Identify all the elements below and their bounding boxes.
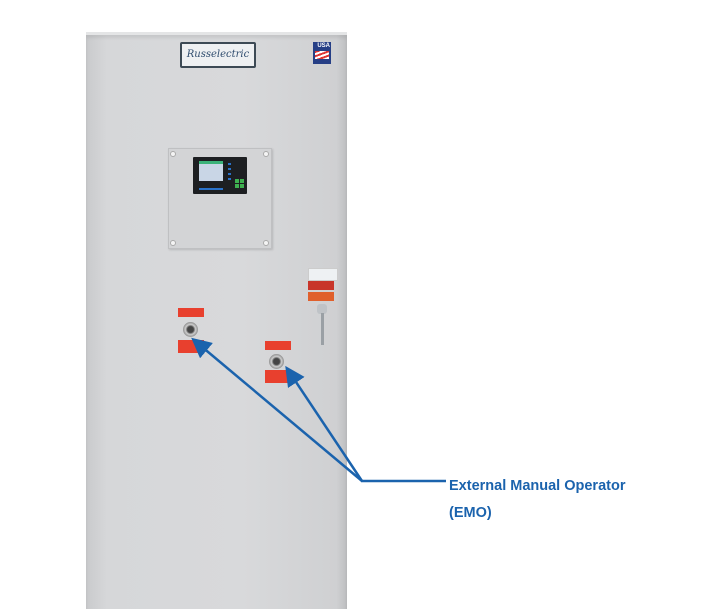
nameplate-tag [308, 268, 338, 281]
emo-label-bottom [265, 370, 291, 383]
controller-button [235, 184, 239, 188]
controller-button [228, 173, 231, 175]
emo-socket-1[interactable] [183, 322, 198, 337]
warning-label [308, 281, 334, 290]
callout-line-2: (EMO) [449, 505, 492, 521]
brand-logo-plate: Russelectric [180, 42, 256, 68]
controller-button [228, 163, 231, 165]
screw-icon [170, 240, 176, 246]
callout-line-1: External Manual Operator [449, 478, 626, 494]
door-handle[interactable] [317, 304, 327, 345]
arrow-to-emo-1 [191, 337, 363, 482]
usa-badge-text: USA [317, 43, 330, 49]
screw-icon [263, 151, 269, 157]
controller-button [235, 179, 239, 183]
usa-badge: USA [313, 42, 331, 64]
screw-icon [263, 240, 269, 246]
transfer-switch-cabinet [86, 32, 347, 609]
emo-socket-2[interactable] [269, 354, 284, 369]
emo-label-top [178, 308, 204, 317]
controller-button [228, 168, 231, 170]
controller-button [228, 178, 231, 180]
controller-screen [199, 161, 223, 181]
callout-label: External Manual Operator (EMO) [449, 473, 625, 527]
emo-label-top [265, 341, 291, 350]
flag-icon [315, 51, 329, 59]
arrow-to-emo-2 [285, 365, 364, 482]
warning-label [308, 292, 334, 301]
screw-icon [170, 151, 176, 157]
controller-button [240, 184, 244, 188]
controller-button-row [199, 188, 223, 190]
controller-button [240, 179, 244, 183]
